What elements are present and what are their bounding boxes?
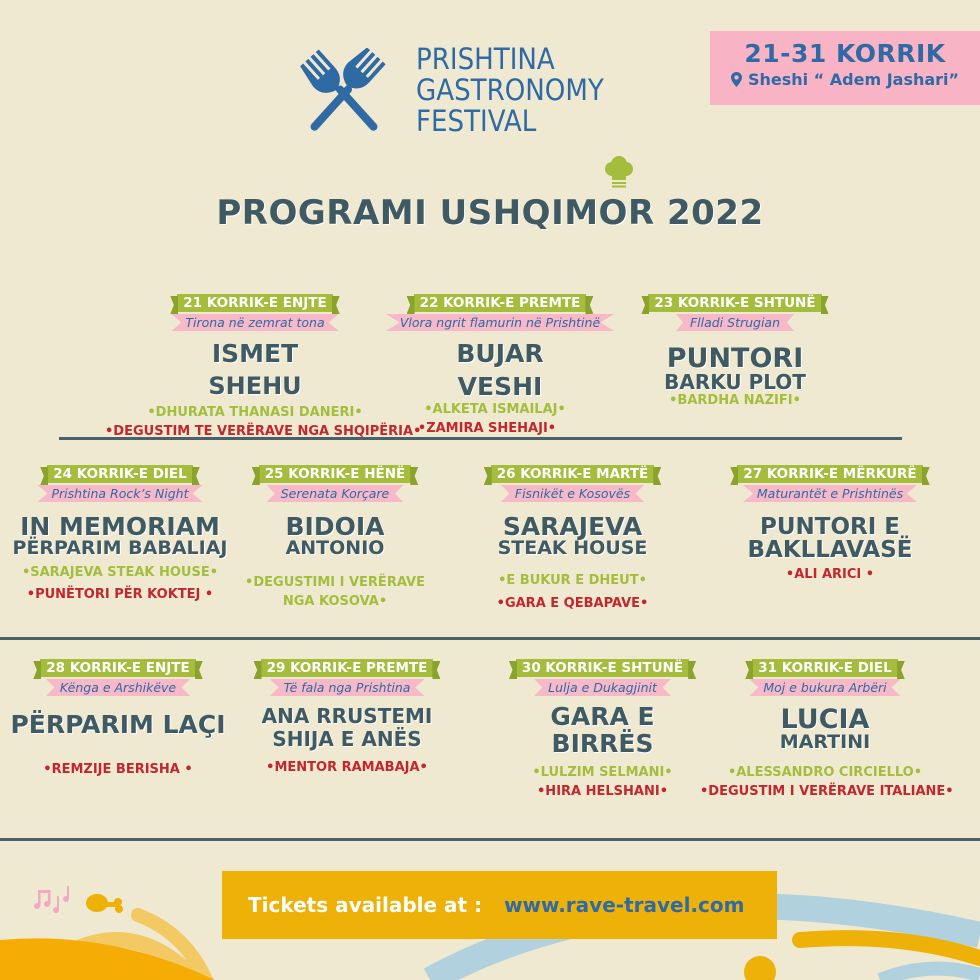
event-guest-green: •BARDHA NAZIFI• <box>669 393 801 408</box>
event-headliner: ANA RRUSTEMI <box>261 704 433 728</box>
chef-hat-icon <box>605 156 633 188</box>
date-location-box: 21-31 KORRIK Sheshi “ Adem Jashari” <box>710 31 980 105</box>
event-headliner: PËRPARIM LAÇI <box>10 710 226 739</box>
row-divider <box>59 437 902 440</box>
page-title: PROGRAMI USHQIMOR 2022 <box>216 193 764 233</box>
tickets-banner: Tickets available at : www.rave-travel.c… <box>222 871 777 939</box>
event-headliner: PËRPARIM BABALIAJ <box>12 537 228 559</box>
event-guest-red: •PUNËTORI PËR KOKTEJ • <box>26 586 214 602</box>
event-date-ribbon: 24 KORRIK-E DIEL <box>47 465 193 483</box>
event-headliner: ANTONIO <box>285 537 385 559</box>
crossed-forks-icon <box>300 48 386 131</box>
event-28: 28 KORRIK-E ENJTE Kënga e Arshikëve PËRP… <box>0 657 236 780</box>
event-date-ribbon: 22 KORRIK-E PREMTE <box>413 294 587 312</box>
location: Sheshi “ Adem Jashari” <box>710 70 980 89</box>
event-guest-green: •DEGUSTIMI I VERËRAVE <box>245 575 425 590</box>
event-headliner: MARTINI <box>779 731 871 753</box>
event-date-ribbon: 27 KORRIK-E MËRKURË <box>737 465 923 483</box>
event-theme-ribbon: Tirona në zemrat tona <box>171 314 339 331</box>
event-headliner: SARAJEVA <box>502 512 643 541</box>
event-theme-ribbon: Moj e bukura Arbëri <box>749 679 901 696</box>
logo-text: PRISHTINA GASTRONOMY FESTIVAL <box>416 44 625 137</box>
event-headliner: BARKU PLOT <box>664 370 806 394</box>
event-theme-ribbon: Prishtina Rock’s Night <box>37 485 203 502</box>
event-theme-ribbon: Vlora ngrit flamurin në Prishtinë <box>385 314 615 331</box>
event-guest-green: •ALKETA ISMAILAJ• <box>424 402 566 417</box>
event-guest-red: •ZAMIRA SHEHAJI• <box>417 420 557 436</box>
event-guest-red: •MENTOR RAMABAJA• <box>266 760 428 775</box>
date-range: 21-31 KORRIK <box>744 39 946 68</box>
festival-logo: PRISHTINA GASTRONOMY FESTIVAL <box>296 44 676 140</box>
event-guest-red: •REMZIJE BERISHA • <box>43 762 193 777</box>
event-theme-ribbon: Serenata Korçare <box>266 485 404 502</box>
event-date-ribbon: 30 KORRIK-E SHTUNË <box>515 659 690 677</box>
event-25: 25 KORRIK-E HËNË Serenata Korçare BIDOIA… <box>235 463 435 612</box>
event-guest-red: •ALI ARICI • <box>785 567 875 582</box>
event-date-ribbon: 21 KORRIK-E ENJTE <box>177 294 333 312</box>
event-headliner: ISMET <box>211 339 299 368</box>
event-headliner: SHEHU <box>208 372 302 400</box>
event-29: 29 KORRIK-E PREMTE Të fala nga Prishtina… <box>242 657 452 778</box>
event-headliner: VESHI <box>457 372 543 401</box>
event-guest-green: •LULZIM SELMANI• <box>532 765 673 780</box>
event-headliner: BIRRËS <box>551 729 654 758</box>
tickets-link[interactable]: www.rave-travel.com <box>504 893 745 917</box>
event-guest-green: •DHURATA THANASI DANERI• <box>147 405 363 420</box>
event-30: 30 KORRIK-E SHTUNË Lulja e Dukagjinit GA… <box>500 657 705 802</box>
event-headliner: BIDOIA <box>285 512 385 541</box>
event-headliner: BUJAR <box>456 339 544 368</box>
event-theme-ribbon: Flladi Strugian <box>675 314 795 331</box>
event-24: 24 KORRIK-E DIEL Prishtina Rock’s Night … <box>0 463 240 605</box>
logo-line: FESTIVAL <box>416 104 537 138</box>
event-26: 26 KORRIK-E MARTË Fisnikët e Kosovës SAR… <box>470 463 675 614</box>
event-theme-ribbon: Lulja e Dukagjinit <box>534 679 671 696</box>
music-notes-icon <box>34 886 69 913</box>
event-headliner: PUNTORI <box>666 343 804 374</box>
logo-line: PRISHTINA <box>416 42 555 76</box>
event-31: 31 KORRIK-E DIEL Moj e bukura Arbëri LUC… <box>700 657 954 802</box>
tickets-label: Tickets available at : <box>248 893 483 917</box>
event-guest-green: •SARAJEVA STEAK HOUSE• <box>21 565 219 580</box>
event-23: 23 KORRIK-E SHTUNË Flladi Strugian PUNTO… <box>620 292 850 411</box>
event-guest-red: •GARA E QEBAPAVE• <box>496 595 649 611</box>
chicken-leg-icon <box>86 894 123 913</box>
event-date-ribbon: 25 KORRIK-E HËNË <box>258 465 412 483</box>
event-date-ribbon: 31 KORRIK-E DIEL <box>752 659 898 677</box>
event-guest-red: •DEGUSTIM TE VERËRAVE NGA SHQIPËRIA• <box>105 423 422 439</box>
logo-line: GASTRONOMY <box>416 73 604 107</box>
event-22: 22 KORRIK-E PREMTE Vlora ngrit flamurin … <box>370 292 630 439</box>
event-date-ribbon: 26 KORRIK-E MARTË <box>490 465 655 483</box>
event-headliner: GARA E <box>550 702 655 731</box>
event-theme-ribbon: Kënga e Arshikëve <box>45 679 191 696</box>
event-headliner: LUCIA <box>780 704 870 735</box>
event-theme-ribbon: Fisnikët e Kosovës <box>500 485 645 502</box>
event-guest-red: •DEGUSTIM I VERËRAVE ITALIANE• <box>700 783 954 799</box>
row-divider <box>0 838 980 841</box>
event-headliner: SHIJA E ANËS <box>272 727 422 751</box>
event-guest-red: •HIRA HELSHANI• <box>537 783 668 799</box>
event-date-ribbon: 28 KORRIK-E ENJTE <box>40 659 196 677</box>
event-guest-green: •E BUKUR E DHEUT• <box>498 573 647 588</box>
row-divider <box>0 637 980 640</box>
map-pin-icon <box>730 72 742 87</box>
event-headliner: BAKLLAVASË <box>747 537 913 563</box>
event-date-ribbon: 29 KORRIK-E PREMTE <box>260 659 434 677</box>
event-guest-green: NGA KOSOVA• <box>282 593 388 609</box>
event-theme-ribbon: Të fala nga Prishtina <box>269 679 425 696</box>
event-21: 21 KORRIK-E ENJTE Tirona në zemrat tona … <box>105 292 422 442</box>
event-headliner: STEAK HOUSE <box>497 537 648 559</box>
event-27: 27 KORRIK-E MËRKURË Maturantët e Prishti… <box>720 463 940 585</box>
event-theme-ribbon: Maturantët e Prishtinës <box>742 485 918 502</box>
event-date-ribbon: 23 KORRIK-E SHTUNË <box>648 294 822 312</box>
location-text: Sheshi “ Adem Jashari” <box>747 70 960 89</box>
event-headliner: IN MEMORIAM <box>20 512 220 541</box>
event-headliner: PUNTORI E <box>759 514 900 540</box>
event-guest-green: •ALESSANDRO CIRCIELLO• <box>727 765 923 780</box>
